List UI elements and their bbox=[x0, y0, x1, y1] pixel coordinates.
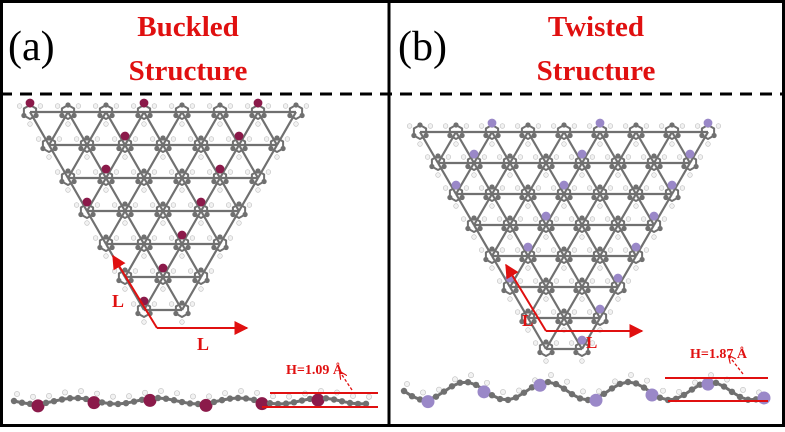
panel-a-title-line2: Structure bbox=[129, 55, 248, 87]
panel-b-lattice-label-2: L bbox=[586, 333, 597, 352]
panel-a-height-label: H=1.09 Å bbox=[286, 362, 344, 378]
panel-b-top-view-lattice bbox=[407, 119, 720, 364]
panel-a-lattice-label-1: L bbox=[112, 291, 124, 311]
panel-b-title-line1: Twisted bbox=[548, 11, 644, 43]
panel-b-lattice-label-1: L bbox=[522, 311, 533, 330]
panel-b-title-line2: Structure bbox=[537, 55, 656, 87]
panel-b-letter: (b) bbox=[398, 24, 447, 70]
panel-a-letter: (a) bbox=[8, 24, 55, 70]
panel-a-title-line1: Buckled bbox=[137, 11, 239, 43]
panel-a-lattice-label-2: L bbox=[197, 334, 209, 354]
panel-b-height-label: H=1.87 Å bbox=[690, 346, 748, 362]
panel-a-top-view-lattice bbox=[17, 99, 308, 325]
